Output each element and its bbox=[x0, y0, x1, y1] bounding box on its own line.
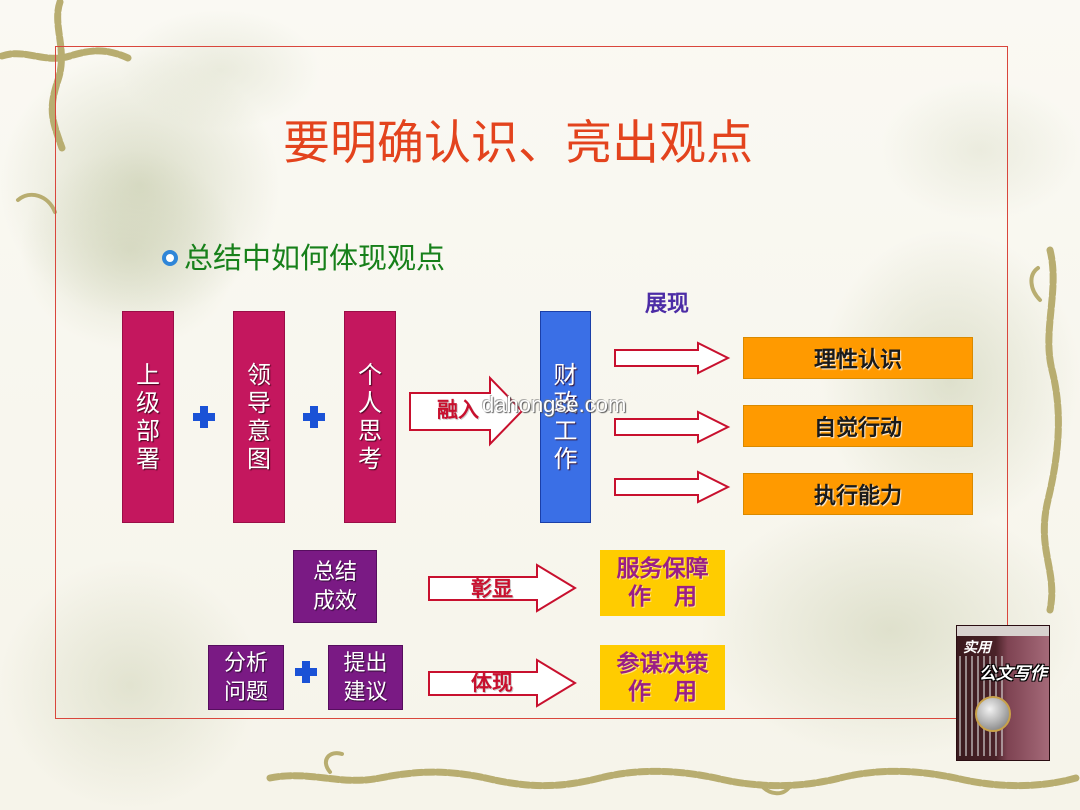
vine-curl bbox=[16, 192, 57, 214]
plus-icon bbox=[295, 661, 317, 683]
plus-icon bbox=[193, 406, 215, 428]
input-box-2: 领导意图 bbox=[233, 311, 285, 523]
watermark-text: dahongse.com bbox=[482, 392, 627, 417]
outcome-label: 理性认识 bbox=[813, 348, 902, 373]
slide-title: 要明确认识、亮出观点 bbox=[283, 116, 753, 171]
vine-right bbox=[1040, 246, 1062, 614]
analysis-box-line: 问题 bbox=[223, 679, 268, 705]
input-box-3: 个人思考 bbox=[344, 311, 396, 523]
outcome-box-3: 执行能力 bbox=[743, 473, 973, 515]
highlight-arrow-label: 彰显 bbox=[471, 577, 513, 601]
book-top-band bbox=[957, 626, 1049, 636]
service-role-box: 服务保障 作 用 bbox=[600, 550, 725, 616]
result-line: 服务保障 bbox=[616, 556, 709, 582]
vine-bottom bbox=[266, 767, 1080, 790]
advisory-role-box: 参谋决策 作 用 bbox=[600, 645, 725, 710]
plus-icon bbox=[303, 406, 325, 428]
input-box-label: 领导意图 bbox=[247, 361, 271, 473]
suggestion-box-line: 建议 bbox=[343, 679, 388, 705]
show-label: 展现 bbox=[645, 292, 690, 317]
vine-curl bbox=[1029, 266, 1042, 302]
result-line: 参谋决策 bbox=[616, 650, 709, 677]
outcome-box-1: 理性认识 bbox=[743, 337, 973, 379]
slide-frame bbox=[55, 46, 1008, 719]
leaf-background-blob bbox=[0, 50, 280, 320]
summary-box: 总结 成效 bbox=[293, 550, 377, 623]
suggestion-box-line: 提出 bbox=[343, 650, 388, 676]
embody-arrow-label: 体现 bbox=[471, 671, 513, 695]
target-box: 财政工作 bbox=[540, 311, 591, 523]
book-title-large: 公文写作 bbox=[979, 664, 1047, 684]
target-box-label: 财政工作 bbox=[553, 361, 578, 473]
bullet-text: 总结中如何体现观点 bbox=[184, 241, 446, 275]
book-cover-image: 实用 公文写作 bbox=[956, 625, 1050, 761]
outcome-label: 执行能力 bbox=[813, 484, 902, 509]
outcome-arrow-icon bbox=[614, 470, 731, 504]
outcome-arrow-icon bbox=[614, 410, 731, 444]
book-title-small: 实用 bbox=[963, 640, 991, 656]
input-box-1: 上级部署 bbox=[122, 311, 174, 523]
result-line: 作 用 bbox=[628, 678, 697, 705]
input-box-label: 上级部署 bbox=[136, 361, 160, 473]
vine-top-left-horizontal bbox=[0, 47, 132, 62]
highlight-arrow-icon bbox=[428, 563, 577, 613]
vine-curl bbox=[323, 751, 344, 774]
bullet-point: 总结中如何体现观点 bbox=[160, 240, 445, 276]
input-box-label: 个人思考 bbox=[358, 361, 382, 473]
outcome-label: 自觉行动 bbox=[813, 416, 902, 441]
merge-arrow-label: 融入 bbox=[437, 398, 479, 422]
analysis-box-line: 分析 bbox=[223, 650, 268, 676]
suggestion-box: 提出 建议 bbox=[328, 645, 403, 710]
coin-graphic bbox=[975, 696, 1011, 732]
result-line: 作 用 bbox=[628, 584, 697, 610]
merge-arrow-icon bbox=[409, 375, 524, 447]
leaf-background-blob bbox=[880, 80, 1080, 220]
vine-top-left-vertical bbox=[48, 0, 66, 152]
vine-curl bbox=[758, 782, 792, 796]
embody-arrow-icon bbox=[428, 658, 577, 708]
summary-box-line: 总结 bbox=[312, 559, 357, 585]
summary-box-line: 成效 bbox=[312, 588, 357, 614]
analysis-box: 分析 问题 bbox=[208, 645, 284, 710]
outcome-arrow-icon bbox=[614, 341, 731, 375]
circle-bullet-icon bbox=[162, 250, 178, 266]
outcome-box-2: 自觉行动 bbox=[743, 405, 973, 447]
leaf-background-blob bbox=[120, 10, 320, 130]
